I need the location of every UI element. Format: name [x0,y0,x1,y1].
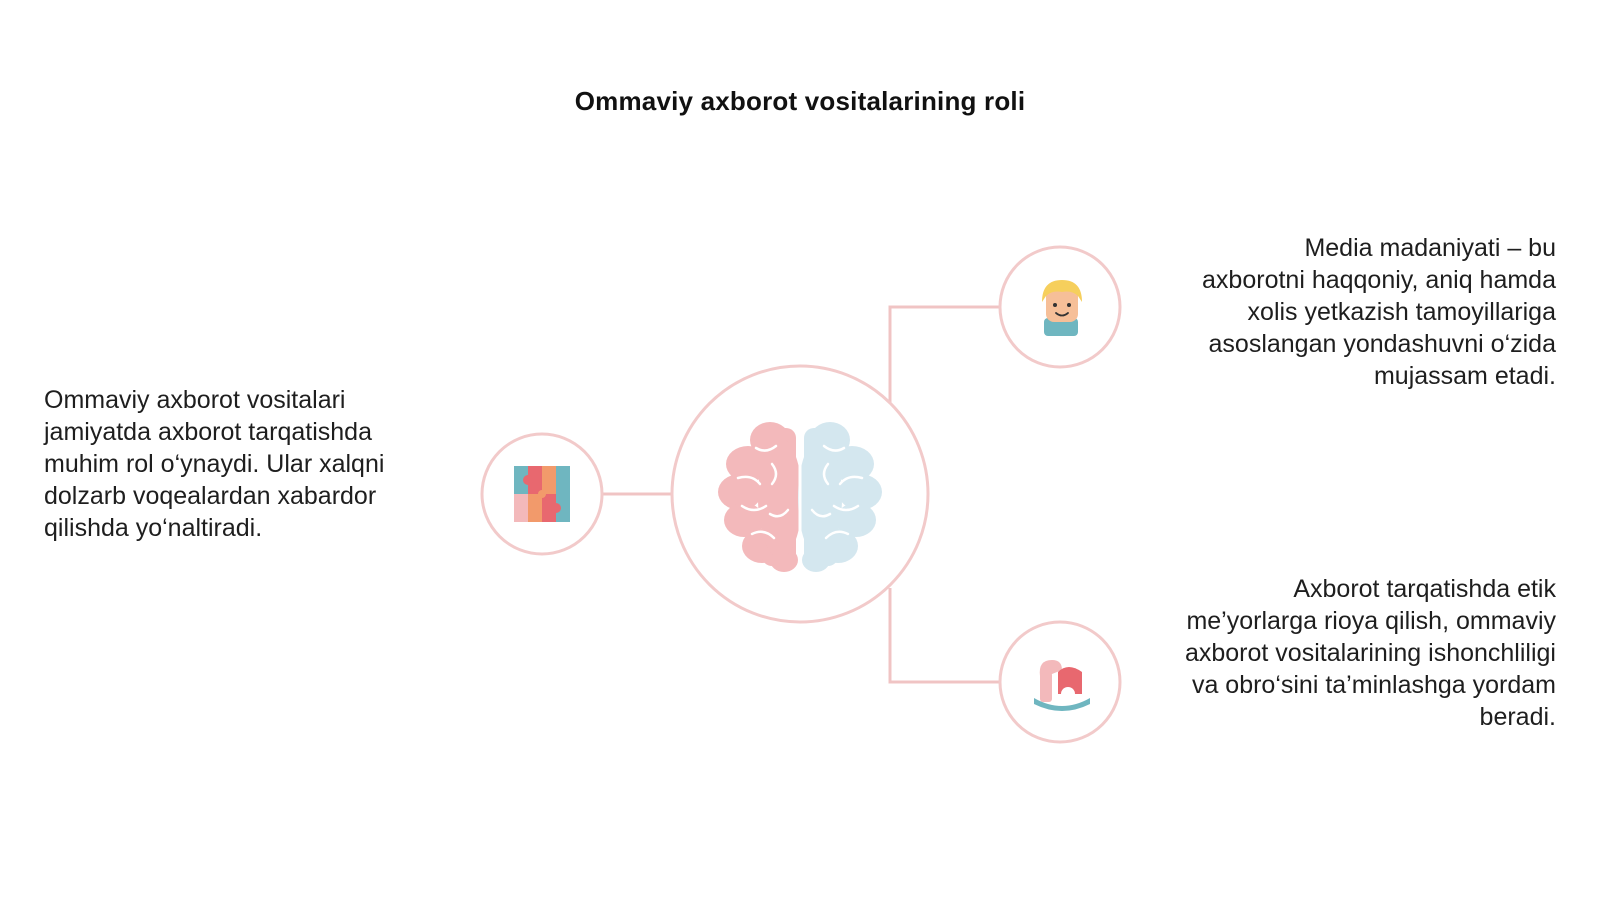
brain-icon [718,422,882,572]
bottom-right-node-text: Axborot tarqatishda etik me’yorlarga rio… [1184,575,1556,731]
center-node [670,364,930,624]
bottom-right-node [998,620,1122,744]
connector-top-right [888,305,1000,402]
person-icon [1042,280,1082,336]
page-title: Ommaviy axborot vositalarining roli [574,86,1026,116]
left-node-text: Ommaviy axborot vositalari jamiyatda axb… [44,386,385,542]
connector-lines [602,305,1000,684]
top-right-node [998,245,1122,369]
rocking-horse-icon [1034,660,1090,711]
left-node [480,432,604,556]
puzzle-icon [514,466,570,522]
top-right-node-text: Media madaniyati – bu axborotni haqqoniy… [1202,234,1556,390]
connector-bottom-right [888,588,1000,684]
